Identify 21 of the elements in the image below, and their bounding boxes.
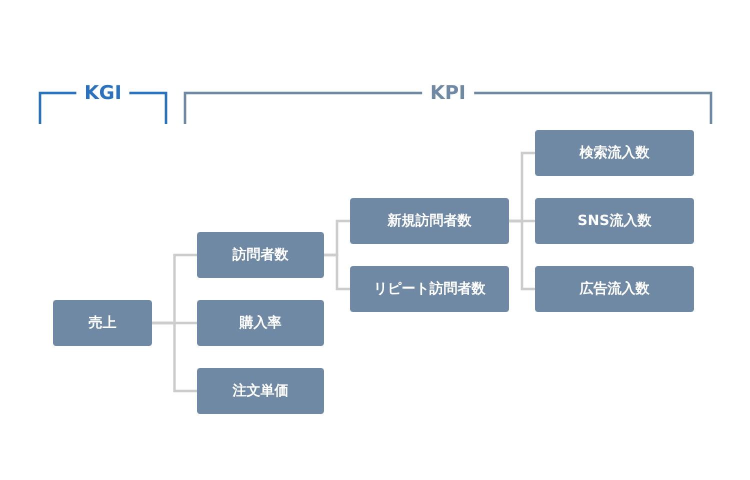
indicator-box: [535, 198, 694, 244]
node-label: 新規訪問者数: [388, 212, 472, 230]
node-label: 購入率: [240, 314, 282, 332]
node-label: SNS流入数: [578, 212, 652, 230]
indicator-box: [535, 130, 694, 176]
node-label: 検索流入数: [580, 144, 650, 162]
indicator-box: [350, 198, 509, 244]
indicator-box: [53, 300, 152, 346]
indicator-box: [535, 266, 694, 312]
indicator-box: [350, 266, 509, 312]
indicator-box: [197, 232, 324, 278]
node-label: リピート訪問者数: [374, 280, 486, 298]
connector-line: [509, 220, 535, 290]
node-label: 訪問者数: [232, 246, 288, 264]
node-label: 売上: [88, 314, 116, 332]
connector-line: [324, 254, 350, 290]
indicator-box: [197, 368, 324, 414]
node-label: 注文単価: [232, 382, 288, 400]
indicator-box: [197, 300, 324, 346]
connector-line: [152, 322, 197, 392]
node-label: 広告流入数: [580, 280, 650, 298]
